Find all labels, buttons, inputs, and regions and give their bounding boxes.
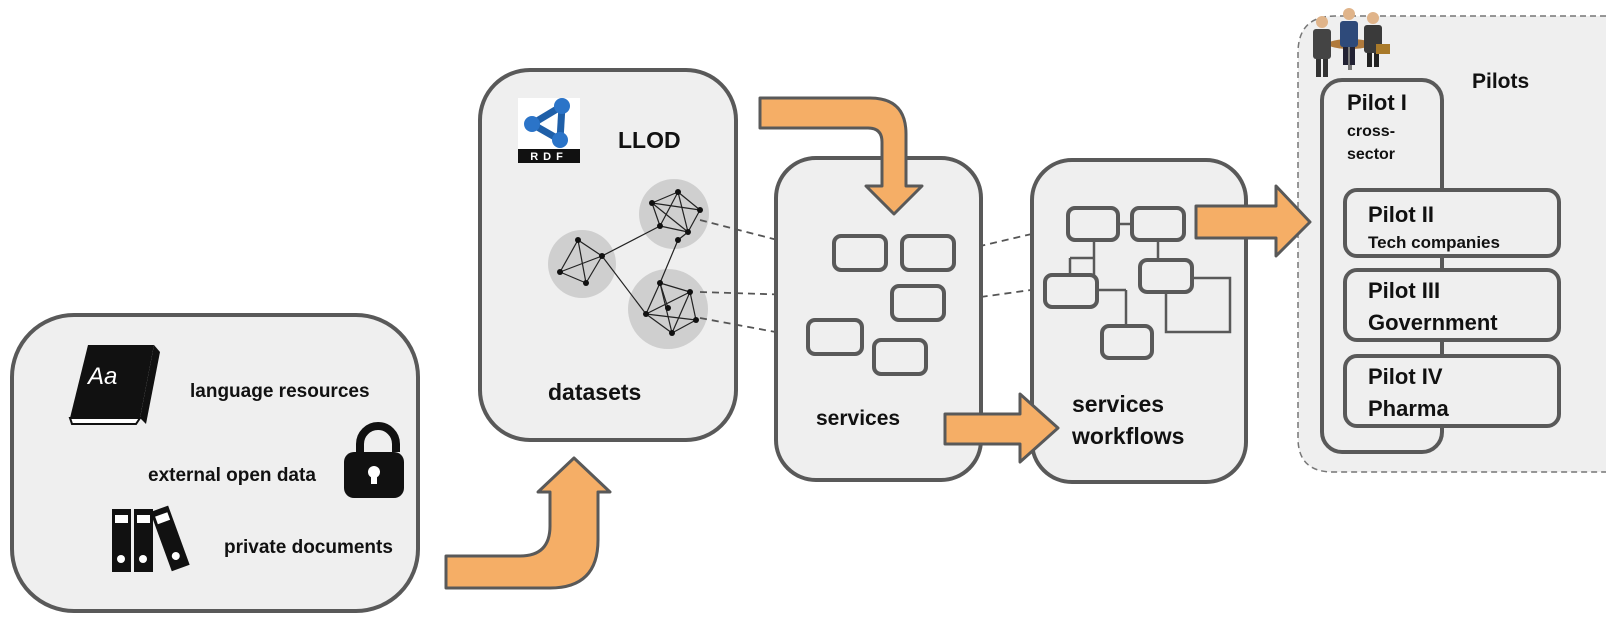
open-lock-icon — [344, 422, 404, 498]
rdf-logo-text: RDF — [530, 151, 568, 163]
workflow-box — [1130, 206, 1186, 242]
workflows-label-line2: workflows — [1071, 423, 1184, 449]
language-resources-label: language resources — [190, 381, 370, 402]
book-glyph: Aa — [86, 363, 117, 390]
pilot-4-sector: Pharma — [1368, 396, 1449, 421]
private-documents-label: private documents — [224, 537, 393, 558]
workflow-box — [1100, 324, 1154, 360]
services-label: services — [816, 407, 900, 430]
pilots-title: Pilots — [1472, 70, 1529, 93]
workflow-connectors — [1068, 222, 1232, 334]
sources-panel: Aa language resources external open data — [10, 313, 420, 613]
pilot-1-name: Pilot I — [1347, 90, 1407, 115]
arrow-to-workflows — [943, 392, 1060, 464]
services-panel: services — [774, 156, 983, 482]
service-box — [872, 338, 928, 376]
pilot-card-4 — [1343, 354, 1561, 428]
binders-icon — [112, 505, 190, 572]
llod-panel: RDF LLOD — [478, 68, 738, 442]
graph-nodes — [557, 189, 703, 336]
workflows-label-line1: services — [1072, 391, 1164, 417]
service-box — [890, 284, 946, 322]
book-icon: Aa — [68, 345, 160, 425]
llod-title: LLOD — [618, 127, 681, 153]
pilot-card-3 — [1343, 268, 1561, 342]
datasets-label: datasets — [548, 379, 641, 405]
workflows-panel: services workflows — [1030, 158, 1248, 484]
workflow-box — [1043, 273, 1099, 309]
arrow-to-services — [758, 96, 924, 216]
pilot-3-name: Pilot III — [1368, 278, 1440, 303]
pilot-4-name: Pilot IV — [1368, 364, 1443, 389]
service-box — [806, 318, 864, 356]
pilot-1-sector-line2: sector — [1347, 146, 1395, 163]
rdf-logo-icon: RDF — [518, 98, 580, 163]
external-open-data-label: external open data — [148, 465, 316, 486]
service-box — [900, 234, 956, 272]
service-box — [832, 234, 888, 272]
pilot-3-sector: Government — [1368, 310, 1498, 335]
pilot-1-sector-line1: cross- — [1347, 123, 1395, 140]
pilot-2-sector: Tech companies — [1368, 233, 1500, 252]
people-meeting-icon — [1313, 8, 1390, 77]
workflow-box — [1066, 206, 1120, 242]
arrow-to-pilots — [1194, 184, 1312, 258]
pilot-1-sector: cross- sector — [1347, 123, 1399, 163]
pilot-card-2 — [1343, 188, 1561, 258]
workflow-box — [1138, 258, 1194, 294]
dataset-cluster — [639, 179, 709, 249]
pilots-container: Pilots Pilot I cross- sector Pilot II Te… — [1297, 8, 1606, 473]
pilot-2-name: Pilot II — [1368, 202, 1434, 227]
arrow-to-llod — [444, 456, 612, 590]
